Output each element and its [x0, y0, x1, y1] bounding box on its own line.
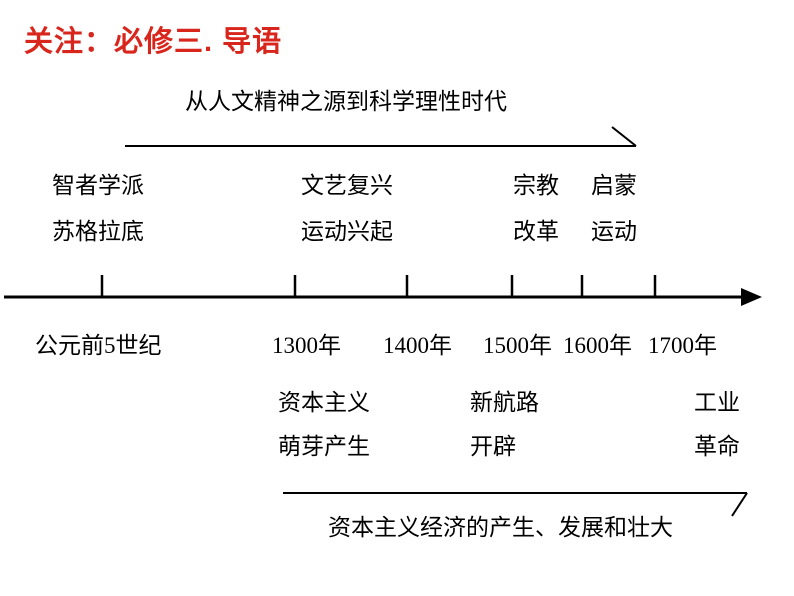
event-line1: 宗教 [513, 173, 559, 198]
year-label-1500: 1500年 [483, 333, 552, 358]
year-label-1400: 1400年 [383, 333, 452, 358]
event-line2: 运动 [591, 219, 637, 244]
event-line2: 萌芽产生 [278, 434, 370, 459]
bottom-bracket-arrowhead [731, 492, 748, 517]
event-line2: 革命 [694, 434, 740, 459]
event-line1: 资本主义 [278, 390, 370, 415]
event-capitalism-sprout: 资本主义 萌芽产生 [278, 381, 370, 469]
event-industrial-revolution: 工业 革命 [694, 381, 740, 469]
event-line1: 智者学派 [52, 173, 144, 198]
event-renaissance: 文艺复兴 运动兴起 [287, 163, 407, 255]
year-label-1600: 1600年 [563, 333, 632, 358]
event-line1: 工业 [694, 390, 740, 415]
event-line1: 启蒙 [591, 173, 637, 198]
event-enlightenment: 启蒙 运动 [554, 163, 674, 255]
event-new-sea-routes: 新航路 开辟 [470, 381, 539, 469]
top-bracket-arrowhead [611, 126, 637, 147]
event-line2: 苏格拉底 [52, 219, 144, 244]
timeline-axis-arrowhead [741, 288, 762, 306]
year-label-1300: 1300年 [272, 333, 341, 358]
event-line2: 运动兴起 [301, 219, 393, 244]
event-line1: 文艺复兴 [301, 173, 393, 198]
event-sophists-socrates: 智者学派 苏格拉底 [38, 163, 158, 255]
year-label-bc5: 公元前5世纪 [35, 333, 162, 358]
event-reformation: 宗教 改革 [476, 163, 596, 255]
event-line2: 改革 [513, 219, 559, 244]
top-bracket-label: 从人文精神之源到科学理性时代 [185, 89, 507, 114]
bottom-bracket-label: 资本主义经济的产生、发展和壮大 [328, 515, 673, 540]
event-line2: 开辟 [470, 434, 516, 459]
event-line1: 新航路 [470, 390, 539, 415]
year-label-1700: 1700年 [648, 333, 717, 358]
slide-heading: 关注：必修三. 导语 [24, 26, 283, 58]
